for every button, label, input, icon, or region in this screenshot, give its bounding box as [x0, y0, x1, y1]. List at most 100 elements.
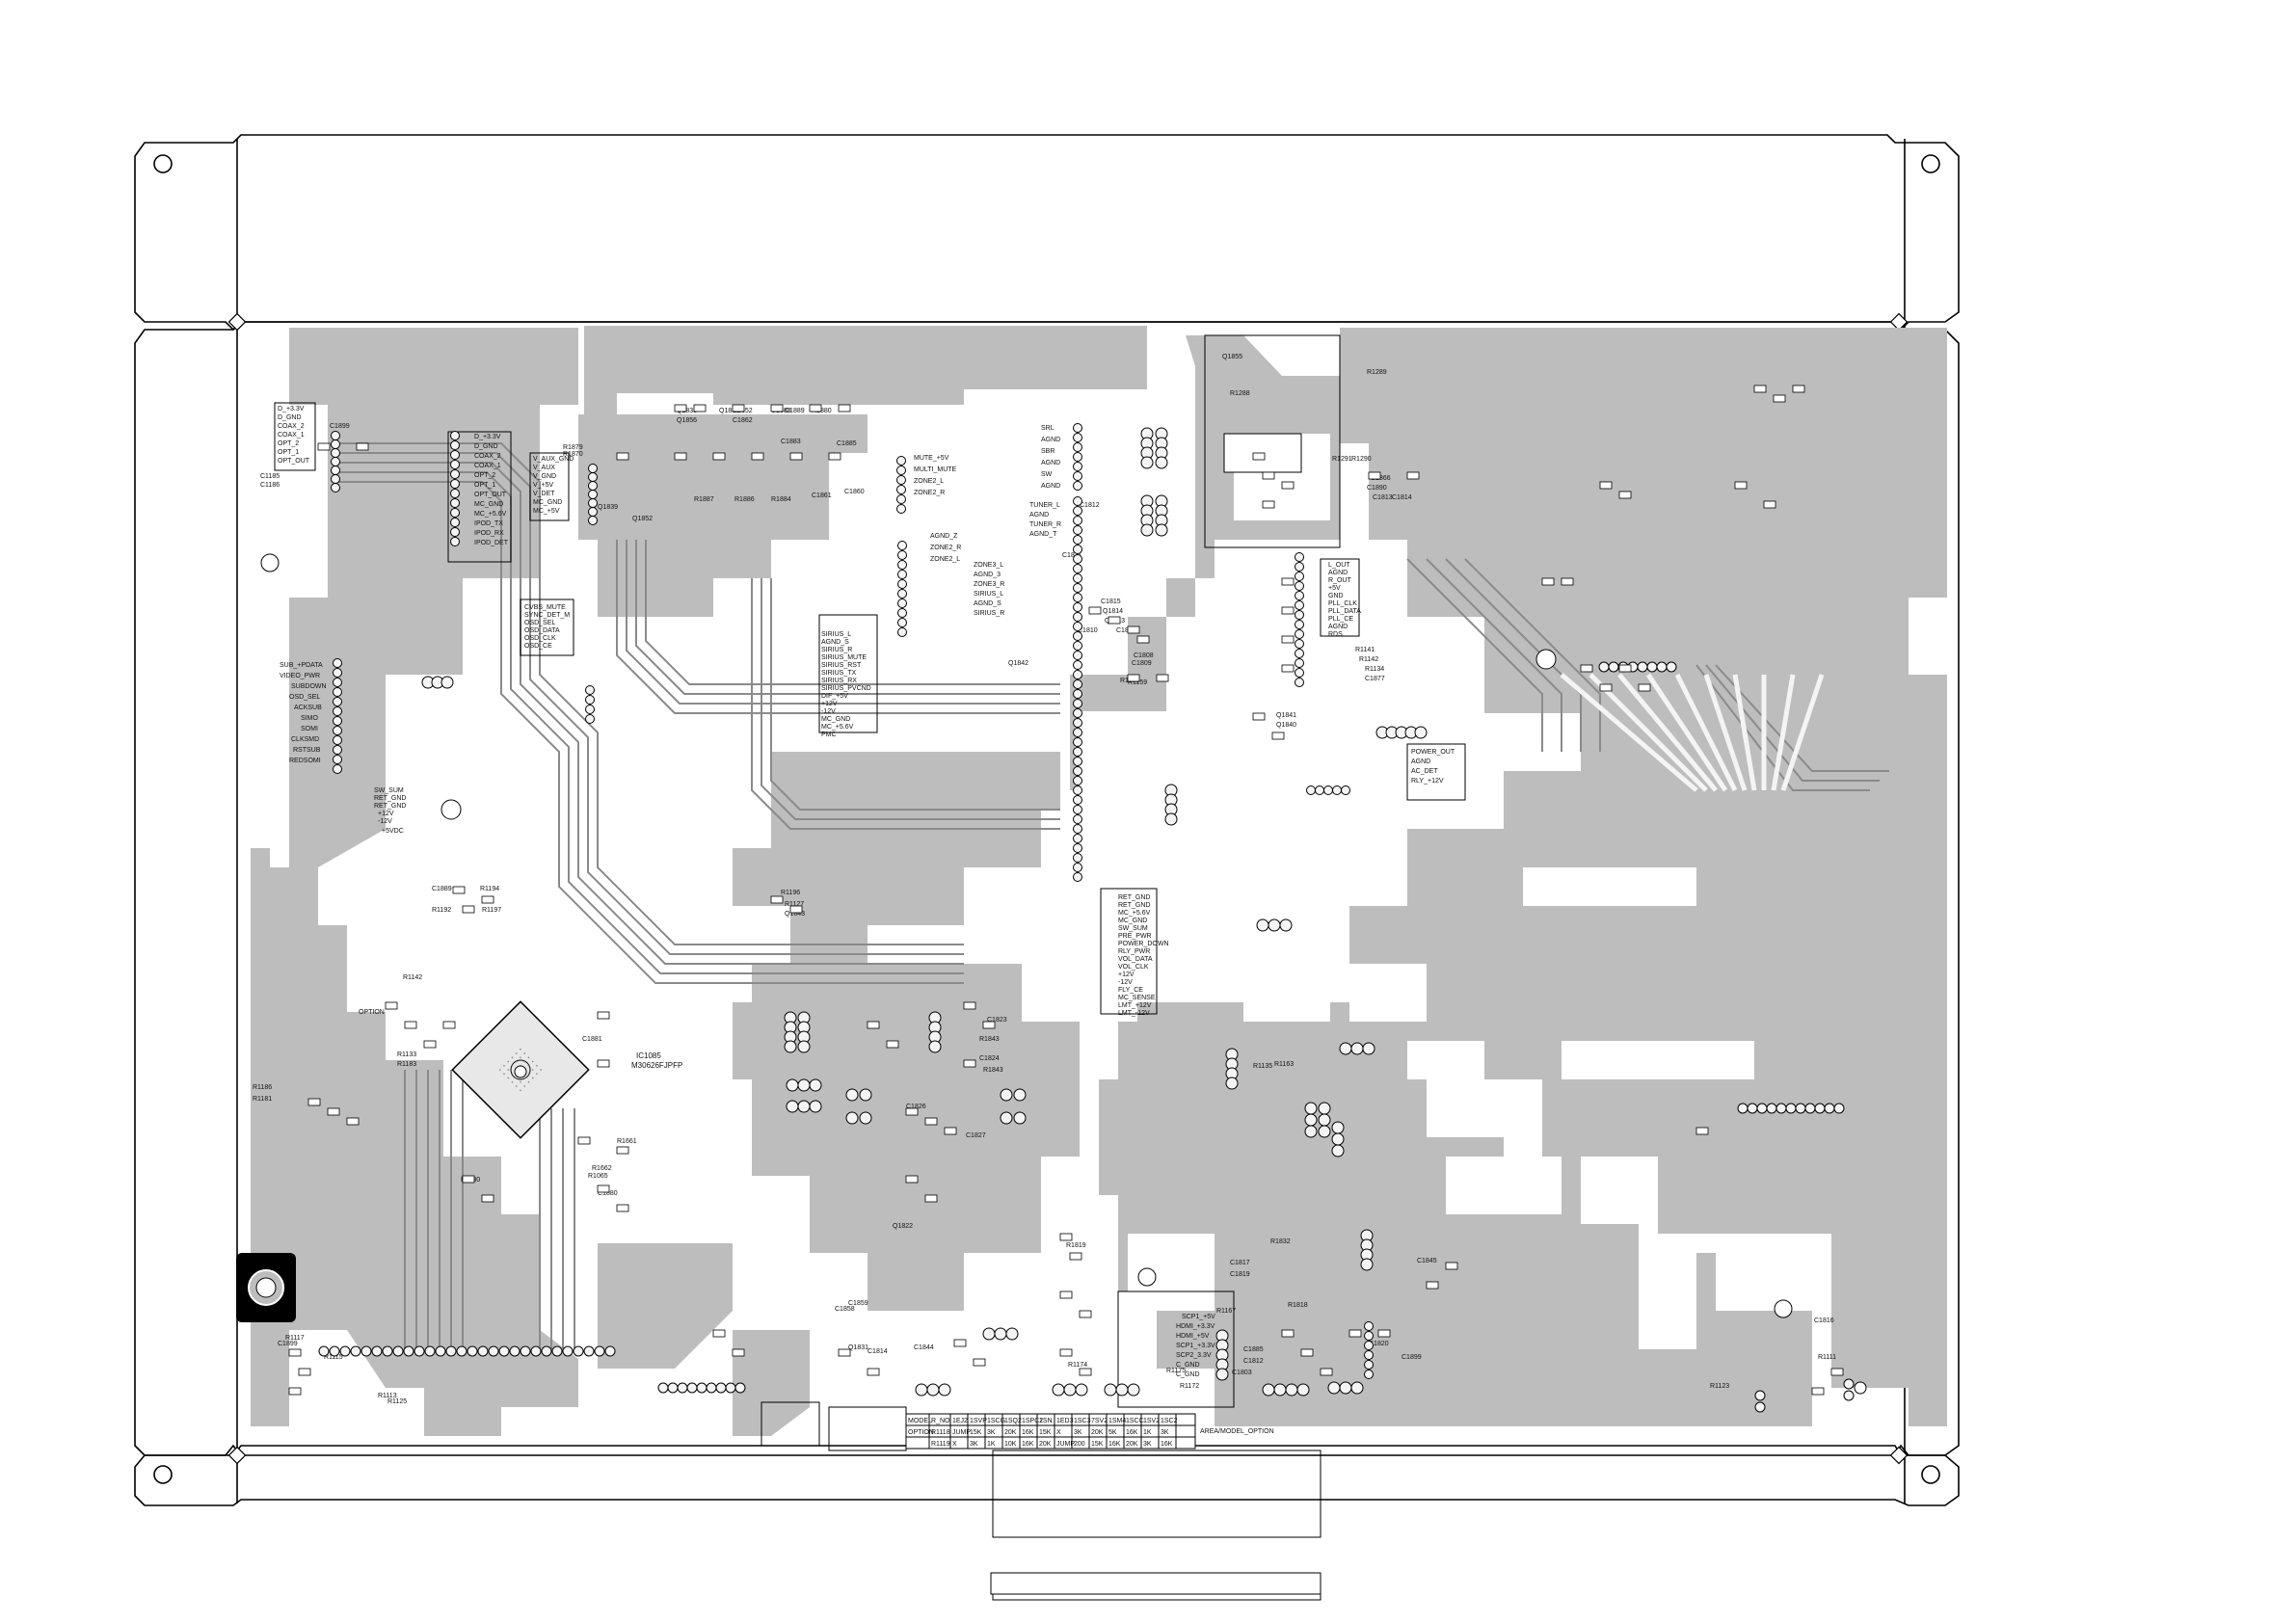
ref-designator-label: R1291: [1332, 456, 1352, 463]
svg-text:SIRIUS_RST: SIRIUS_RST: [821, 662, 862, 669]
smd-component: [1618, 491, 1632, 499]
table-header-cell: R_NO: [931, 1418, 950, 1424]
ref-designator-label: Q1822: [893, 1223, 913, 1230]
table-cell: 20K: [1004, 1429, 1017, 1436]
ref-designator-label: Q1833: [677, 408, 697, 414]
header-pin: [1646, 661, 1658, 673]
table-cell: 15K: [970, 1429, 982, 1436]
cn-rear-labels: SRL AGND SBR AGND SW AGND: [1041, 425, 1060, 490]
svg-text:SIMO: SIMO: [301, 715, 318, 722]
header-pin: [331, 483, 340, 492]
header-pin: [1073, 679, 1082, 689]
mount-hole-br: [1921, 1465, 1940, 1484]
header-pin: [1295, 610, 1304, 620]
smd-component: [1753, 385, 1767, 393]
header-pin: [1295, 581, 1304, 591]
ref-designator-label: R1194: [480, 886, 499, 892]
ref-designator-label: R1163: [1274, 1061, 1294, 1068]
svg-text:MC_SENSE: MC_SENSE: [1118, 995, 1156, 1001]
header-pin: [450, 518, 460, 527]
header-pin: [424, 1345, 436, 1357]
ref-designator-label: R1125: [387, 1398, 407, 1405]
smd-component: [452, 886, 466, 894]
smd-component: [462, 905, 475, 914]
ref-designator-label: C1889: [432, 886, 452, 892]
header-pin: [897, 550, 907, 560]
svg-text:MC_GND: MC_GND: [474, 501, 503, 508]
svg-text:SCP2_3.3V: SCP2_3.3V: [1176, 1352, 1212, 1359]
mount-hole-tl: [153, 154, 173, 173]
header-pin: [1073, 718, 1082, 728]
header-pin: [1073, 525, 1082, 535]
ref-designator-label: R1661: [617, 1138, 637, 1145]
svg-text:RLY_+12V: RLY_+12V: [1411, 778, 1444, 785]
ref-designator-label: C1808: [1134, 652, 1154, 659]
header-pin: [403, 1345, 414, 1357]
header-pin: [1073, 602, 1082, 612]
header-pin: [1073, 814, 1082, 824]
header-pin: [859, 1088, 872, 1102]
header-pin: [333, 678, 342, 687]
header-pin: [583, 1345, 595, 1357]
ref-designator-label: C1812: [1243, 1358, 1264, 1365]
header-pin: [1332, 785, 1342, 795]
header-pin: [1073, 689, 1082, 699]
table-cell: 15K: [1091, 1441, 1104, 1448]
ic-part-label: M30626FJPFP: [631, 1061, 682, 1070]
ref-designator-label: R1141: [1355, 647, 1375, 653]
header-pin: [1073, 766, 1082, 776]
ref-designator-label: Q1841: [1276, 712, 1296, 719]
header-pin: [859, 1111, 872, 1125]
header-pin: [450, 460, 460, 469]
cn-center-labels: RET_GND RET_GND MC_+5.6V MC_GND SW_SUM P…: [1118, 894, 1169, 1017]
ref-designator-label: Q1839: [598, 504, 618, 511]
table-cell: 16K: [1108, 1441, 1121, 1448]
ref-designator-label: R1065: [588, 1173, 608, 1180]
svg-text:AGND: AGND: [1328, 570, 1348, 576]
header-pin: [1073, 641, 1082, 651]
smd-component: [327, 1107, 340, 1116]
header-pin: [1073, 452, 1082, 462]
ref-designator-label: R1186: [253, 1084, 272, 1091]
svg-text:MC_+5.6V: MC_+5.6V: [1118, 910, 1151, 917]
ref-designator-label: C1824: [979, 1055, 1000, 1062]
svg-text:IPOD_DET: IPOD_DET: [474, 540, 509, 546]
svg-text:SCP1_+5V: SCP1_+5V: [1182, 1314, 1215, 1320]
svg-text:SIRIUS_RX: SIRIUS_RX: [821, 678, 857, 684]
header-pin: [1262, 1383, 1275, 1397]
svg-text:RLY_PWR: RLY_PWR: [1118, 948, 1150, 955]
header-pin: [450, 537, 460, 546]
header-pin: [333, 735, 342, 745]
smd-component: [838, 404, 851, 412]
header-pin: [1115, 1383, 1129, 1397]
header-pin: [1285, 1383, 1298, 1397]
smd-component: [442, 1021, 456, 1029]
smd-component: [789, 452, 803, 461]
ref-designator-label: C1858: [835, 1306, 855, 1313]
header-pin: [333, 697, 342, 706]
svg-text:RSTSUB: RSTSUB: [293, 747, 321, 754]
header-pin: [450, 450, 460, 460]
ref-designator-label: R1113: [378, 1393, 397, 1399]
cn-sub-labels: SUB_+PDATA VIDEO_PWR SUBDOWN OSD_SEL ACK…: [280, 662, 327, 764]
header-pin: [1013, 1111, 1027, 1125]
header-pin: [1304, 1102, 1318, 1115]
header-pin: [667, 1382, 679, 1394]
ref-designator-label: C1820: [1369, 1341, 1389, 1347]
header-pin: [1331, 1121, 1345, 1134]
header-pin: [1295, 600, 1304, 610]
smd-component: [1348, 1329, 1362, 1338]
table-cell: 3K: [970, 1441, 978, 1448]
header-pin: [1000, 1088, 1013, 1102]
header-pin: [333, 658, 342, 668]
header-pin: [1331, 1132, 1345, 1146]
header-pin: [982, 1327, 996, 1341]
header-pin: [1164, 812, 1178, 826]
svg-text:MC_+5.6V: MC_+5.6V: [474, 511, 507, 518]
smd-component: [944, 1127, 957, 1135]
smd-component: [1281, 1329, 1295, 1338]
smd-component: [1763, 500, 1776, 509]
svg-text:HDMI_+3.3V: HDMI_+3.3V: [1176, 1323, 1215, 1330]
header-pin: [1318, 1102, 1331, 1115]
svg-text:ZONE2_L: ZONE2_L: [914, 478, 944, 485]
